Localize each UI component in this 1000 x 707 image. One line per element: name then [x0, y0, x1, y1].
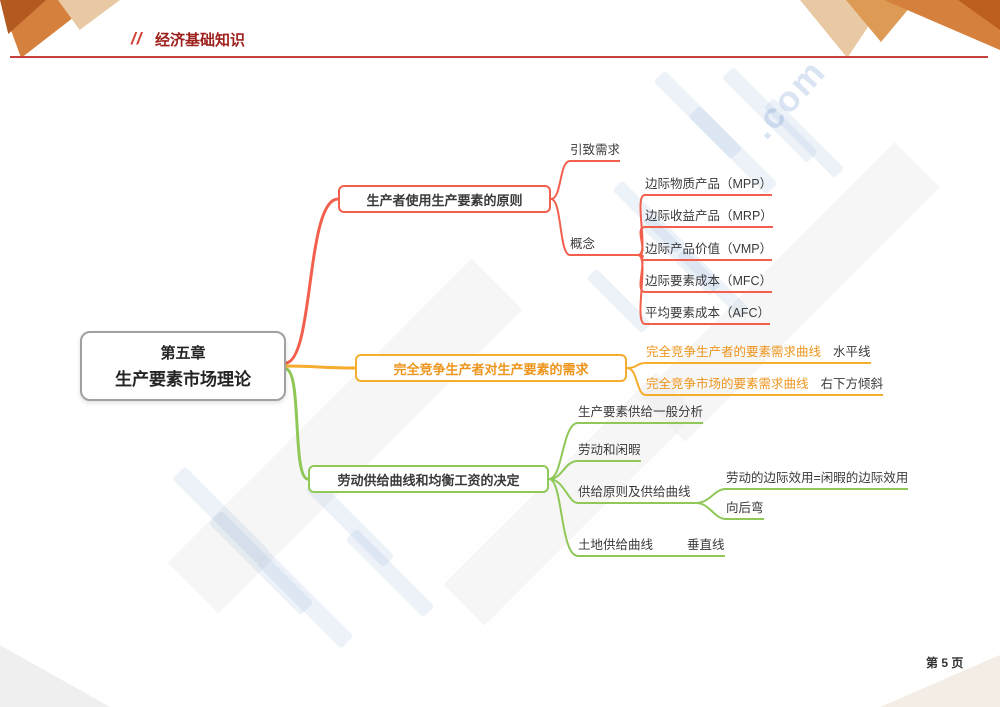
- row-market-demand-curve: 完全竞争市场的要素需求曲线 右下方倾斜: [646, 376, 884, 396]
- branch-green-connectors: [284, 367, 727, 557]
- page-number: 第 5 页: [926, 656, 964, 670]
- node-land-supply-curve: 土地供给曲线: [578, 537, 654, 557]
- branch-node-label: 劳动供给曲线和均衡工资的决定: [337, 472, 520, 488]
- node-horizontal-line: 水平线: [833, 344, 871, 364]
- branch-node-label: 完全竞争生产者对生产要素的需求: [393, 361, 589, 377]
- node-concept: 概念: [570, 236, 638, 256]
- row-land-supply-curve: 土地供给曲线 垂直线: [578, 537, 725, 557]
- connector-line: [821, 362, 834, 364]
- root-title-label: 生产要素市场理论: [115, 370, 251, 389]
- node-average-factor-cost: 平均要素成本（AFC）: [645, 305, 771, 325]
- node-factor-supply-analysis: 生产要素供给一般分析: [578, 404, 704, 424]
- node-labor-and-leisure: 劳动和闲暇: [578, 442, 641, 462]
- node-marginal-physical-product: 边际物质产品（MPP）: [645, 176, 773, 196]
- branch-node-label: 生产者使用生产要素的原则: [366, 192, 523, 208]
- branch-node-labor-supply: 劳动供给曲线和均衡工资的决定: [308, 465, 549, 493]
- header-slashes-icon: //: [131, 29, 143, 48]
- connector-line: [808, 394, 821, 396]
- node-backward-bending: 向后弯: [726, 500, 764, 520]
- node-producer-demand-curve: 完全竞争生产者的要素需求曲线: [646, 344, 822, 364]
- branch-yellow-connectors: [284, 362, 647, 396]
- root-chapter-label: 第五章: [160, 345, 206, 362]
- node-supply-principle-curve: 供给原则及供给曲线: [578, 484, 696, 504]
- node-marginal-utility-equality: 劳动的边际效用=闲暇的边际效用: [726, 470, 909, 490]
- branch-node-producer-principles: 生产者使用生产要素的原则: [338, 185, 551, 213]
- node-vertical-line: 垂直线: [687, 537, 725, 557]
- row-producer-demand-curve: 完全竞争生产者的要素需求曲线 水平线: [646, 344, 871, 364]
- node-derived-demand: 引致需求: [570, 142, 621, 162]
- node-marginal-factor-cost: 边际要素成本（MFC）: [645, 273, 773, 293]
- node-marginal-revenue-product: 边际收益产品（MRP）: [645, 208, 773, 228]
- page-title: 经济基础知识: [155, 32, 246, 49]
- root-node: 第五章 生产要素市场理论: [80, 331, 286, 401]
- connector-line: [653, 555, 688, 557]
- node-market-demand-curve: 完全竞争市场的要素需求曲线: [646, 376, 809, 396]
- branch-node-factor-demand: 完全竞争生产者对生产要素的需求: [355, 354, 627, 382]
- node-value-of-marginal-product: 边际产品价值（VMP）: [645, 241, 773, 261]
- header-divider: [10, 56, 988, 58]
- branch-red-connectors: [284, 160, 646, 365]
- node-downward-sloping: 右下方倾斜: [820, 376, 884, 396]
